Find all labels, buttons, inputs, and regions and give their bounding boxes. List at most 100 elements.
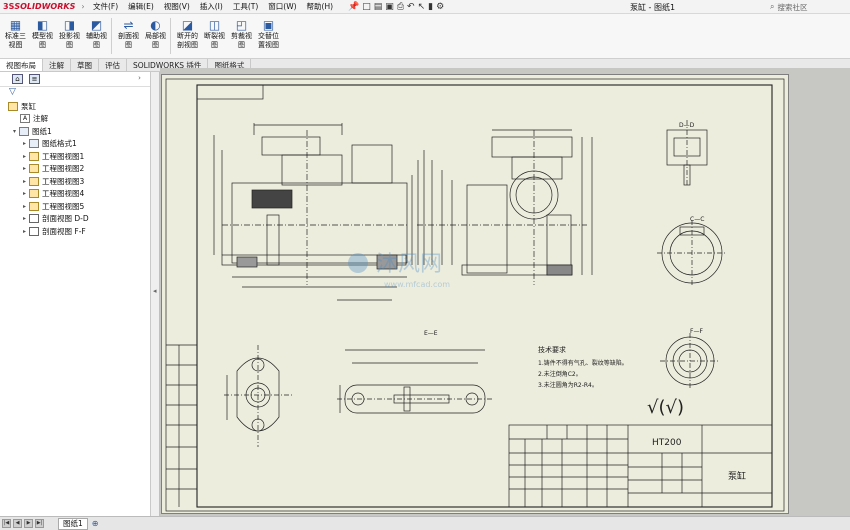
menu-item[interactable]: 窗口(W) <box>268 2 297 11</box>
expand-icon[interactable]: ▸ <box>22 165 26 173</box>
last-sheet-icon[interactable]: ▶| <box>35 519 44 528</box>
tree-item-label: 工程图视图5 <box>42 201 85 211</box>
add-sheet-icon[interactable]: ⊕ <box>91 519 99 528</box>
menu-item[interactable]: 工具(T) <box>232 2 259 11</box>
command-label: 模型视 图 <box>32 32 53 49</box>
command-label: 剪裁视 图 <box>231 32 252 49</box>
search-icon: ⌕ <box>770 2 775 11</box>
projected-view-button[interactable]: ◨投影视 图 <box>56 18 83 50</box>
logo-ds: 3S <box>3 2 15 11</box>
chevron-right-icon[interactable]: › <box>138 74 141 82</box>
expand-icon[interactable]: ▸ <box>22 227 26 235</box>
section-ee-view: E—E <box>337 330 492 414</box>
detail-view-button[interactable]: ◐局部视 图 <box>142 18 169 50</box>
open-icon[interactable]: ▤ <box>373 1 383 12</box>
menu-item[interactable]: 编辑(E) <box>128 2 154 11</box>
tab-1[interactable]: 注解 <box>43 59 71 71</box>
command-label: 标准三 视图 <box>5 32 26 49</box>
sheet-children: ▸图纸格式1▸工程图视图1▸工程图视图2▸工程图视图3▸工程图视图4▸工程图视图… <box>0 138 150 238</box>
tree-item-annotations[interactable]: A 注解 <box>0 113 150 126</box>
feature-tree-tab-icon[interactable]: ⌂ <box>12 74 23 84</box>
select-icon[interactable]: ↖ <box>417 1 426 12</box>
collapse-icon[interactable]: ▾ <box>12 127 16 135</box>
tree-item-label: 图纸1 <box>32 126 52 136</box>
tab-0[interactable]: 视图布局 <box>0 59 43 71</box>
ribbon-separator <box>111 18 112 54</box>
rebuild-icon[interactable]: ▮ <box>428 1 434 12</box>
tree-item[interactable]: ▸工程图视图4 <box>0 188 150 201</box>
tab-5[interactable]: 图纸格式 <box>208 59 252 71</box>
menu-item[interactable]: 文件(F) <box>93 2 119 11</box>
menu-bar: 3S SOLIDWORKS › 文件(F) 编辑(E) 视图(V) 插入(I) 工具(T… <box>0 0 850 14</box>
document-title: 泵缸 - 图纸1 <box>630 3 676 12</box>
tech-req-line: 1.铸件不得有气孔、裂纹等缺陷。 <box>538 359 628 367</box>
broken-out-section-button[interactable]: ◪断开的 剖视图 <box>174 18 201 50</box>
expand-icon[interactable]: ▸ <box>22 215 26 223</box>
tab-4[interactable]: SOLIDWORKS 插件 <box>127 59 209 71</box>
menu-item[interactable]: 视图(V) <box>163 2 190 11</box>
alternate-position-button[interactable]: ▣交替位 置视图 <box>255 18 282 50</box>
watermark: 沐风网 www.mfcad.com <box>348 252 450 289</box>
main-menu: 文件(F) 编辑(E) 视图(V) 插入(I) 工具(T) 窗口(W) 帮助(H) <box>88 1 338 12</box>
search-box[interactable]: ⌕ 搜索社区 <box>770 0 850 14</box>
feature-manager-panel: ⌂ ≡ › ▽ 泵缸 A 注解 ▾ 图纸1 ▸图纸格式1▸工程图视图1▸工程图视… <box>0 72 151 516</box>
standard-views-button[interactable]: ▦标准三 视图 <box>2 18 29 50</box>
tree-item[interactable]: ▸工程图视图1 <box>0 150 150 163</box>
options-icon[interactable]: ⚙ <box>436 1 445 12</box>
break-view-button[interactable]: ◫断裂视 图 <box>201 18 228 50</box>
tree-item-label: 工程图视图2 <box>42 164 85 174</box>
chevron-right-icon: › <box>81 2 85 11</box>
tab-3[interactable]: 评估 <box>99 59 127 71</box>
tree-item[interactable]: ▸图纸格式1 <box>0 138 150 151</box>
tab-2[interactable]: 草图 <box>71 59 99 71</box>
projected-view-icon: ◨ <box>63 18 76 32</box>
tree-item[interactable]: ▸ 工程图视图5 <box>0 200 150 213</box>
command-manager: ▦标准三 视图◧模型视 图◨投影视 图◩辅助视 图⇌剖面视 图◐局部视 图◪断开… <box>0 14 850 59</box>
graphics-area[interactable]: D—D C—C F—F <box>160 68 850 516</box>
drawing-icon <box>8 101 18 111</box>
save-icon[interactable]: ▣ <box>385 1 394 12</box>
next-sheet-icon[interactable]: ▶ <box>24 519 33 528</box>
tree-item-sheet[interactable]: ▾ 图纸1 <box>0 125 150 138</box>
panel-splitter[interactable]: ◂ <box>151 72 160 516</box>
expand-handle-icon: ◂ <box>153 287 157 295</box>
solidworks-logo[interactable]: 3S SOLIDWORKS › <box>0 2 88 11</box>
filter-icon[interactable]: ▽ <box>9 87 16 97</box>
command-label: 局部视 图 <box>145 32 166 49</box>
tree-item[interactable]: ▸剖面视图 D-D <box>0 213 150 226</box>
tech-req-line: 2.未注倒角C2。 <box>538 370 582 378</box>
section-ff-label: F—F <box>690 328 703 335</box>
first-sheet-icon[interactable]: |◀ <box>2 519 11 528</box>
expand-icon[interactable]: ▸ <box>22 177 26 185</box>
expand-icon[interactable]: ▸ <box>22 190 26 198</box>
standard-views-icon: ▦ <box>9 18 22 32</box>
section-view-button[interactable]: ⇌剖面视 图 <box>115 18 142 50</box>
tree-root[interactable]: 泵缸 <box>0 100 150 113</box>
tree-toolbar: ⌂ ≡ › <box>0 72 150 87</box>
auxiliary-view-button[interactable]: ◩辅助视 图 <box>83 18 110 50</box>
expand-icon[interactable]: ▸ <box>22 140 26 148</box>
command-label: 投影视 图 <box>59 32 80 49</box>
sheet-tab[interactable]: 图纸1 <box>58 517 88 530</box>
crop-view-button[interactable]: ◰剪裁视 图 <box>228 18 255 50</box>
tree-root-label: 泵缸 <box>21 101 36 111</box>
expand-icon[interactable]: ▸ <box>22 152 26 160</box>
menu-item[interactable]: 帮助(H) <box>306 2 334 11</box>
pin-icon[interactable]: 📌 <box>348 1 360 12</box>
new-document-icon[interactable]: □ <box>362 1 371 12</box>
model-view-button[interactable]: ◧模型视 图 <box>29 18 56 50</box>
tree-item[interactable]: ▸工程图视图3 <box>0 175 150 188</box>
model-view-icon: ◧ <box>36 18 49 32</box>
alternate-position-icon: ▣ <box>262 18 275 32</box>
menu-item[interactable]: 插入(I) <box>199 2 223 11</box>
drawing-sheet[interactable]: D—D C—C F—F <box>161 74 789 514</box>
print-icon[interactable]: ⎙ <box>396 1 405 12</box>
tree-item[interactable]: ▸ 工程图视图2 <box>0 163 150 176</box>
drawing-view-icon <box>29 189 39 199</box>
prev-sheet-icon[interactable]: ◀ <box>13 519 22 528</box>
property-manager-tab-icon[interactable]: ≡ <box>29 74 40 84</box>
undo-icon[interactable]: ↶ <box>407 1 415 12</box>
expand-icon[interactable]: ▸ <box>22 202 26 210</box>
section-ff-view: F—F <box>660 328 720 390</box>
tree-item[interactable]: ▸剖面视图 F-F <box>0 225 150 238</box>
